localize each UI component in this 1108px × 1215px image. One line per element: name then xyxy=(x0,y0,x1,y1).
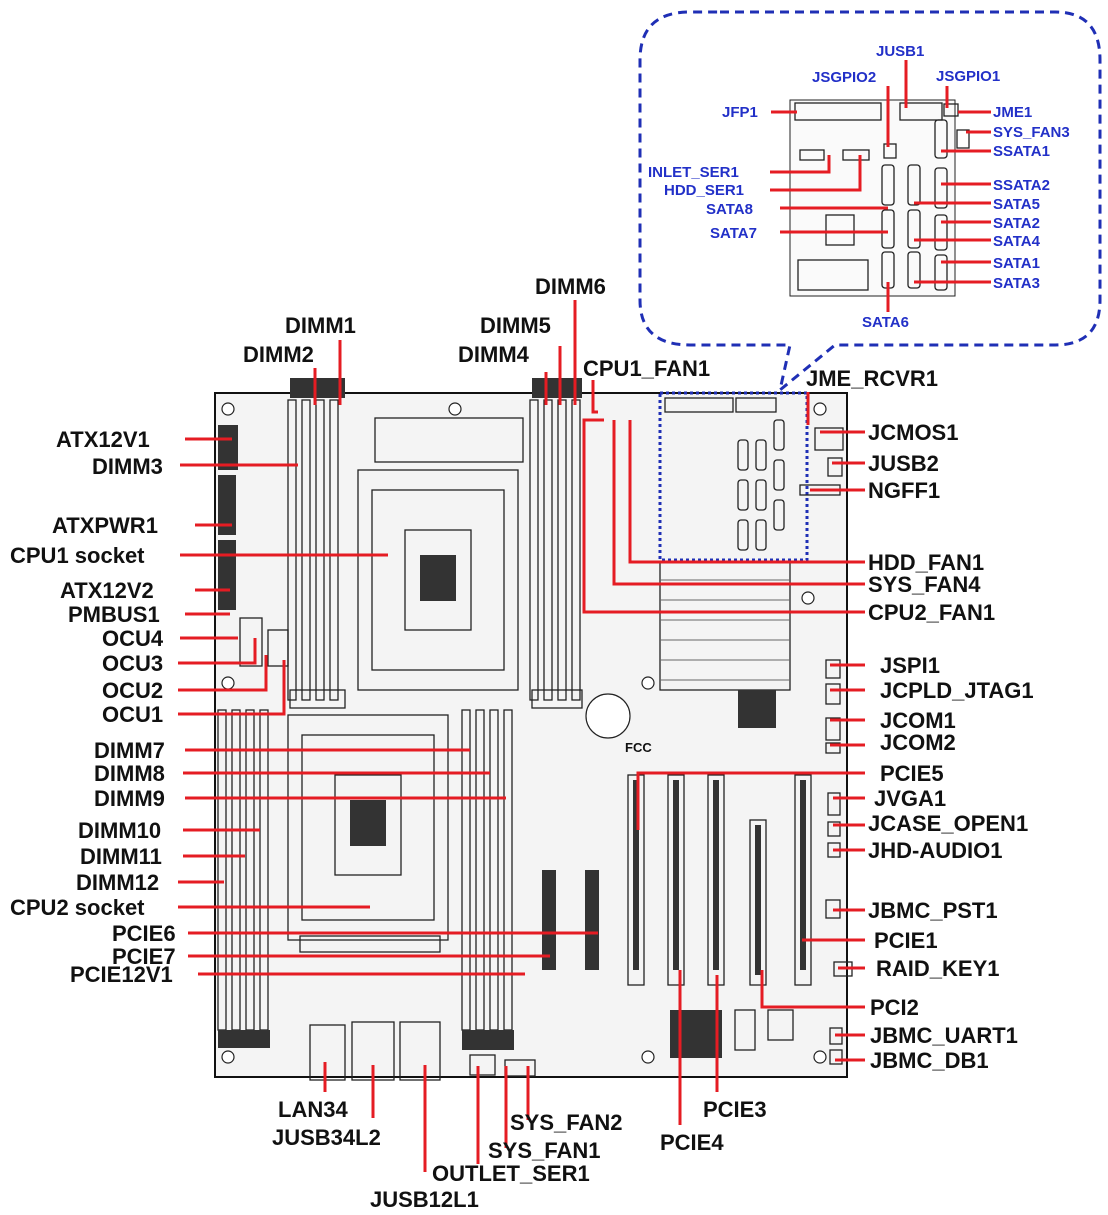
label-pcie12v1: PCIE12V1 xyxy=(70,962,173,987)
label-dimm4: DIMM4 xyxy=(458,342,530,367)
label-jsgpio2: JSGPIO2 xyxy=(812,69,876,86)
label-sata1: SATA1 xyxy=(993,255,1040,272)
callout-board-detail xyxy=(789,99,970,297)
label-pmbus1: PMBUS1 xyxy=(68,602,160,627)
label-sata5: SATA5 xyxy=(993,196,1040,213)
label-jusb1: JUSB1 xyxy=(876,43,924,60)
label-pcie1: PCIE1 xyxy=(874,928,938,953)
label-jcom1: JCOM1 xyxy=(880,708,956,733)
label-jhd-audio1: JHD-AUDIO1 xyxy=(868,838,1002,863)
callout-zoom-bubble xyxy=(638,10,1102,394)
label-ssata1: SSATA1 xyxy=(993,143,1050,160)
motherboard: FCC xyxy=(214,378,853,1081)
label-pcie4: PCIE4 xyxy=(660,1130,724,1155)
label-sata2: SATA2 xyxy=(993,215,1040,232)
label-lan34: LAN34 xyxy=(278,1097,348,1122)
label-cpu2-fan1: CPU2_FAN1 xyxy=(868,600,995,625)
label-inlet-ser1: INLET_SER1 xyxy=(648,164,739,181)
label-pcie5: PCIE5 xyxy=(880,761,944,786)
label-jme1: JME1 xyxy=(993,104,1032,121)
label-jbmc-uart1: JBMC_UART1 xyxy=(870,1023,1018,1048)
label-jusb12l1: JUSB12L1 xyxy=(370,1187,479,1212)
label-jbmc-pst1: JBMC_PST1 xyxy=(868,898,998,923)
label-sys-fan1: SYS_FAN1 xyxy=(488,1138,601,1163)
label-jspi1: JSPI1 xyxy=(880,653,940,678)
label-cpu2-socket: CPU2 socket xyxy=(10,895,145,920)
label-cpu1-fan1: CPU1_FAN1 xyxy=(583,356,710,381)
zoom-region-marker xyxy=(658,391,809,562)
label-atx12v1: ATX12V1 xyxy=(56,427,150,452)
label-ocu4: OCU4 xyxy=(102,626,164,651)
label-ocu3: OCU3 xyxy=(102,651,163,676)
label-outlet-ser1: OUTLET_SER1 xyxy=(432,1161,590,1186)
label-sys-fan3: SYS_FAN3 xyxy=(993,124,1070,141)
label-sys-fan2: SYS_FAN2 xyxy=(510,1110,623,1135)
label-atxpwr1: ATXPWR1 xyxy=(52,513,158,538)
label-dimm8: DIMM8 xyxy=(94,761,165,786)
leader-lines xyxy=(178,300,865,1172)
label-jusb34l2: JUSB34L2 xyxy=(272,1125,381,1150)
fcc-mark: FCC xyxy=(625,740,652,755)
label-jbmc-db1: JBMC_DB1 xyxy=(870,1048,989,1073)
label-cpu1-socket: CPU1 socket xyxy=(10,543,145,568)
callout-leaders xyxy=(770,60,991,312)
label-sata8: SATA8 xyxy=(706,201,753,218)
label-ocu1: OCU1 xyxy=(102,702,163,727)
label-pci2: PCI2 xyxy=(870,995,919,1020)
label-jvga1: JVGA1 xyxy=(874,786,946,811)
callout-labels: JUSB1 JSGPIO2 JSGPIO1 JFP1 JME1 SYS_FAN3… xyxy=(648,43,1070,331)
label-dimm1: DIMM1 xyxy=(285,313,356,338)
label-jsgpio1: JSGPIO1 xyxy=(936,68,1000,85)
label-sata4: SATA4 xyxy=(993,233,1041,250)
label-dimm12: DIMM12 xyxy=(76,870,159,895)
label-dimm9: DIMM9 xyxy=(94,786,165,811)
label-jcpld-jtag1: JCPLD_JTAG1 xyxy=(880,678,1034,703)
label-pcie6: PCIE6 xyxy=(112,921,176,946)
label-jcase-open1: JCASE_OPEN1 xyxy=(868,811,1028,836)
label-hdd-ser1: HDD_SER1 xyxy=(664,182,744,199)
component-labels: DIMM6 DIMM1 DIMM5 DIMM2 DIMM4 CPU1_FAN1 … xyxy=(10,274,1034,1212)
label-jme-rcvr1: JME_RCVR1 xyxy=(806,366,938,391)
label-dimm7: DIMM7 xyxy=(94,738,165,763)
label-jfp1: JFP1 xyxy=(722,104,758,121)
label-dimm3: DIMM3 xyxy=(92,454,163,479)
label-sys-fan4: SYS_FAN4 xyxy=(868,572,981,597)
label-hdd-fan1: HDD_FAN1 xyxy=(868,550,984,575)
label-sata7: SATA7 xyxy=(710,225,757,242)
label-jcmos1: JCMOS1 xyxy=(868,420,958,445)
label-dimm6: DIMM6 xyxy=(535,274,606,299)
label-dimm10: DIMM10 xyxy=(78,818,161,843)
label-dimm5: DIMM5 xyxy=(480,313,551,338)
label-dimm2: DIMM2 xyxy=(243,342,314,367)
label-pcie7: PCIE7 xyxy=(112,944,176,969)
label-ssata2: SSATA2 xyxy=(993,177,1050,194)
label-raid-key1: RAID_KEY1 xyxy=(876,956,999,981)
label-sata3: SATA3 xyxy=(993,275,1040,292)
label-dimm11: DIMM11 xyxy=(80,844,162,869)
label-jcom2: JCOM2 xyxy=(880,730,956,755)
label-ngff1: NGFF1 xyxy=(868,478,940,503)
label-sata6: SATA6 xyxy=(862,314,909,331)
label-jusb2: JUSB2 xyxy=(868,451,939,476)
label-pcie3: PCIE3 xyxy=(703,1097,767,1122)
label-ocu2: OCU2 xyxy=(102,678,163,703)
label-atx12v2: ATX12V2 xyxy=(60,578,154,603)
